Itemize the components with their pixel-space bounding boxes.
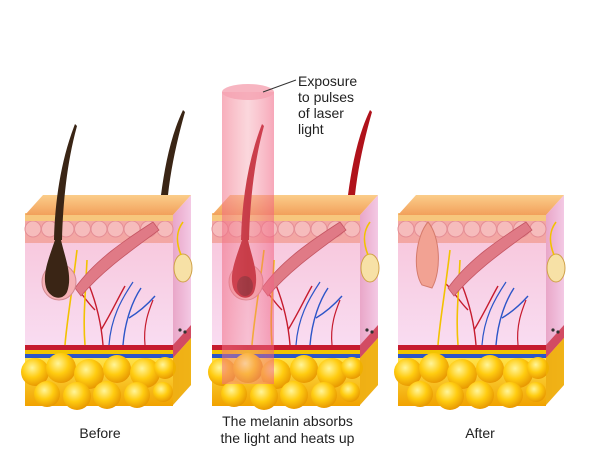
muscle-icon bbox=[447, 221, 533, 297]
laser-beam-icon bbox=[222, 79, 297, 384]
hair-follicle-icon bbox=[44, 240, 70, 298]
hair-follicle-icon bbox=[415, 221, 439, 289]
caption-after: After bbox=[465, 425, 495, 441]
sweat-gland-icon bbox=[546, 253, 566, 283]
muscle-icon bbox=[74, 221, 160, 297]
hair-shaft-icon bbox=[54, 124, 77, 240]
skin-block-before bbox=[21, 110, 193, 410]
skin-block-after bbox=[394, 195, 566, 410]
sweat-gland-icon bbox=[360, 253, 380, 283]
laser-annotation: Exposure to pulses of laser light bbox=[298, 73, 358, 137]
sweat-gland-icon bbox=[173, 253, 193, 283]
muscle-icon bbox=[261, 221, 347, 297]
caption-during: The melanin absorbs the light and heats … bbox=[220, 413, 355, 446]
caption-before: Before bbox=[79, 425, 121, 441]
